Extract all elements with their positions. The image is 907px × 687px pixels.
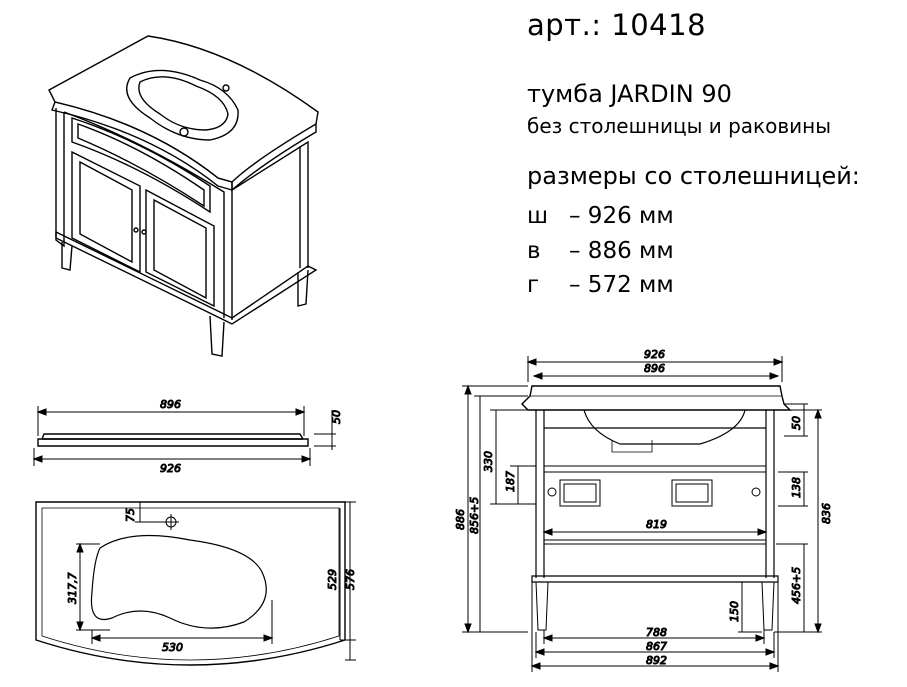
bowl-depth-label: 317,7 xyxy=(66,573,79,605)
product-subtitle: без столешницы и раковины xyxy=(527,114,832,138)
product-title: тумба JARDIN 90 xyxy=(527,80,732,108)
hole-offset-label: 75 xyxy=(124,508,137,522)
dimension-height-value: – 886 мм xyxy=(569,238,674,264)
side-top-width-label: 896 xyxy=(160,398,181,411)
dimension-width-key: ш xyxy=(527,203,549,229)
side-thickness-label: 50 xyxy=(330,410,343,424)
front-width-867-label: 867 xyxy=(646,640,667,653)
front-height-836-label: 836 xyxy=(820,503,833,524)
dimension-depth: г – 572 мм xyxy=(527,272,674,298)
dimension-width: ш – 926 мм xyxy=(527,203,674,229)
article-number: арт.: 10418 xyxy=(527,8,707,42)
front-width-788-label: 788 xyxy=(646,626,667,639)
front-view: 926 896 886 856+5 330 187 819 50 138 836 xyxy=(454,348,834,672)
countertop-side-view: 896 926 50 xyxy=(32,398,344,476)
side-bottom-width-label: 926 xyxy=(160,462,181,475)
bowl-width-label: 530 xyxy=(162,641,183,654)
front-height-150-label: 150 xyxy=(728,601,741,622)
isometric-view xyxy=(48,35,319,357)
front-height-856-label: 856+5 xyxy=(468,497,481,534)
dimension-depth-value: – 572 мм xyxy=(569,272,674,298)
inner-depth-label: 529 xyxy=(326,569,339,590)
dimension-depth-key: г xyxy=(527,272,540,298)
front-height-50-label: 50 xyxy=(790,416,803,430)
front-height-456-label: 456+5 xyxy=(790,567,803,604)
front-width-926-label: 926 xyxy=(644,348,665,361)
dimension-width-value: – 926 мм xyxy=(569,203,674,229)
dimension-height-key: в xyxy=(527,238,541,264)
front-width-819-label: 819 xyxy=(646,518,667,531)
front-width-892-label: 892 xyxy=(646,654,667,667)
dimension-height: в – 886 мм xyxy=(527,238,674,264)
front-height-330-label: 330 xyxy=(482,451,495,472)
countertop-top-view: 75 317,7 530 529 576 xyxy=(35,501,358,666)
total-depth-label: 576 xyxy=(344,569,357,590)
front-height-187-label: 187 xyxy=(504,471,517,492)
front-height-886-label: 886 xyxy=(454,509,467,530)
front-height-138-label: 138 xyxy=(790,477,803,498)
dimensions-heading: размеры со столешницей: xyxy=(527,162,860,190)
front-width-896-label: 896 xyxy=(644,362,665,375)
